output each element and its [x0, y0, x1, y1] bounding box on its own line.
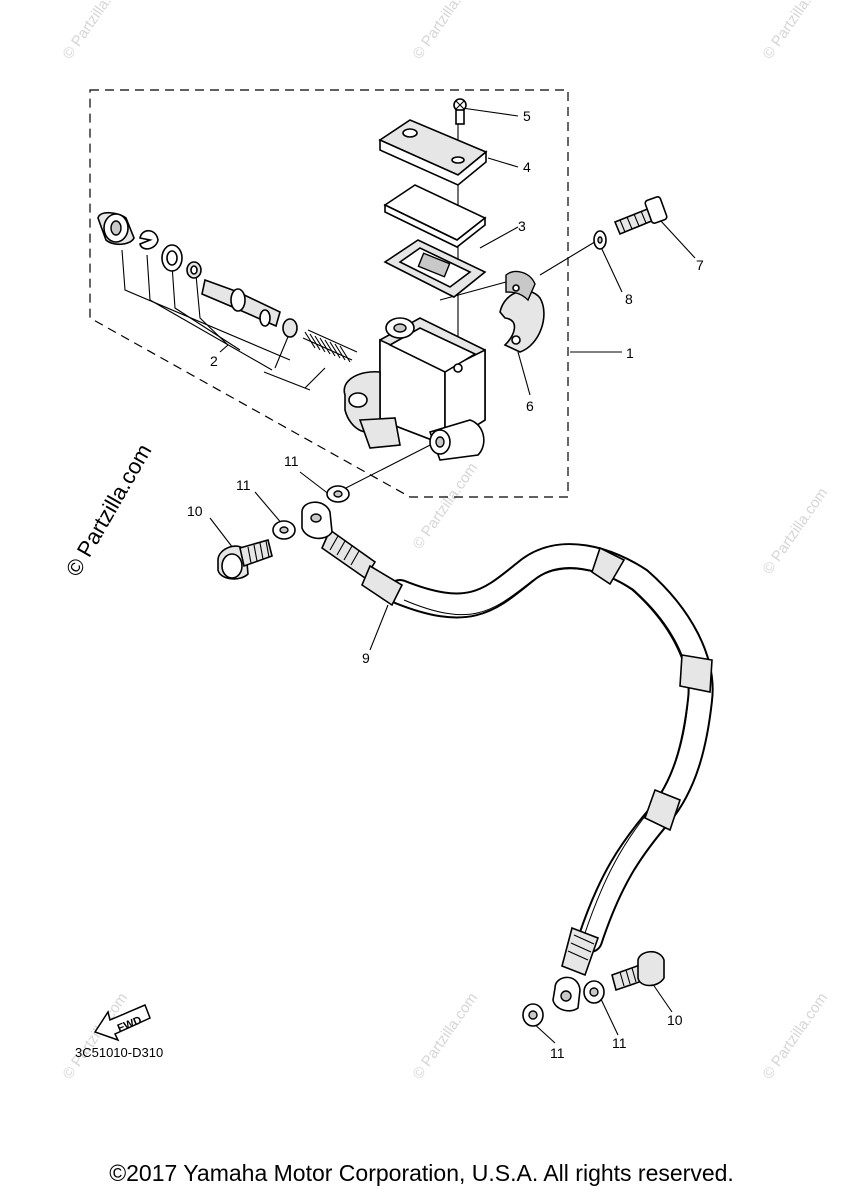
- callout-9: 9: [362, 650, 370, 666]
- brake-hose-part-9: [301, 501, 714, 1012]
- callout-10-upper: 10: [187, 503, 203, 519]
- leader-lines: [121, 107, 696, 1044]
- bolt-part-7: [613, 196, 668, 236]
- washer-part-11-upper: [326, 485, 350, 503]
- callout-labels: 1 2 3 4 5 6 7 8 9 10 10 11 11 11 11: [187, 108, 704, 1061]
- watermark: © Partzilla.com: [759, 485, 831, 578]
- callout-6: 6: [526, 398, 534, 414]
- washer-part-11-left: [272, 520, 296, 540]
- reservoir-cap-part-4: [378, 119, 488, 186]
- watermark: © Partzilla.com: [59, 0, 131, 62]
- watermark: © Partzilla.com: [759, 990, 831, 1083]
- callout-8: 8: [625, 291, 633, 307]
- watermark: © Partzilla.com: [409, 0, 481, 62]
- partzilla-watermark: © Partzilla.com: [61, 440, 157, 581]
- assembly-boundary: [89, 89, 569, 498]
- copyright-text: ©2017 Yamaha Motor Corporation, U.S.A. A…: [109, 1160, 734, 1186]
- callout-4: 4: [523, 159, 531, 175]
- callout-10-lower: 10: [667, 1012, 683, 1028]
- watermark: © Partzilla.com: [409, 990, 481, 1083]
- callout-11-left: 11: [236, 477, 251, 493]
- callout-3: 3: [518, 218, 526, 234]
- watermark: © Partzilla.com: [759, 0, 831, 62]
- holder-part-6: [499, 270, 545, 353]
- screw-part-5: [453, 98, 467, 125]
- callout-11-upper: 11: [284, 453, 299, 469]
- callout-7: 7: [696, 257, 704, 273]
- piston-kit-part-2: [97, 211, 358, 363]
- diaphragm-plate-part-3: [383, 184, 487, 298]
- watermark: © Partzilla.com: [59, 990, 131, 1083]
- callout-11-lower-a: 11: [550, 1045, 565, 1061]
- callout-11-lower-b: 11: [612, 1035, 627, 1051]
- washer-part-8: [593, 230, 607, 250]
- callout-5: 5: [523, 108, 531, 124]
- master-cylinder-part-1: [343, 317, 486, 461]
- diagram-code: 3C51010-D310: [75, 1045, 163, 1060]
- washer-part-11-lower-b: [583, 980, 605, 1004]
- union-bolt-part-10-upper: [217, 539, 273, 580]
- callout-1: 1: [626, 345, 634, 361]
- washer-part-11-lower-a: [522, 1003, 544, 1027]
- callout-2: 2: [210, 353, 218, 369]
- union-bolt-part-10-lower: [611, 950, 665, 992]
- watermark: © Partzilla.com: [409, 460, 481, 553]
